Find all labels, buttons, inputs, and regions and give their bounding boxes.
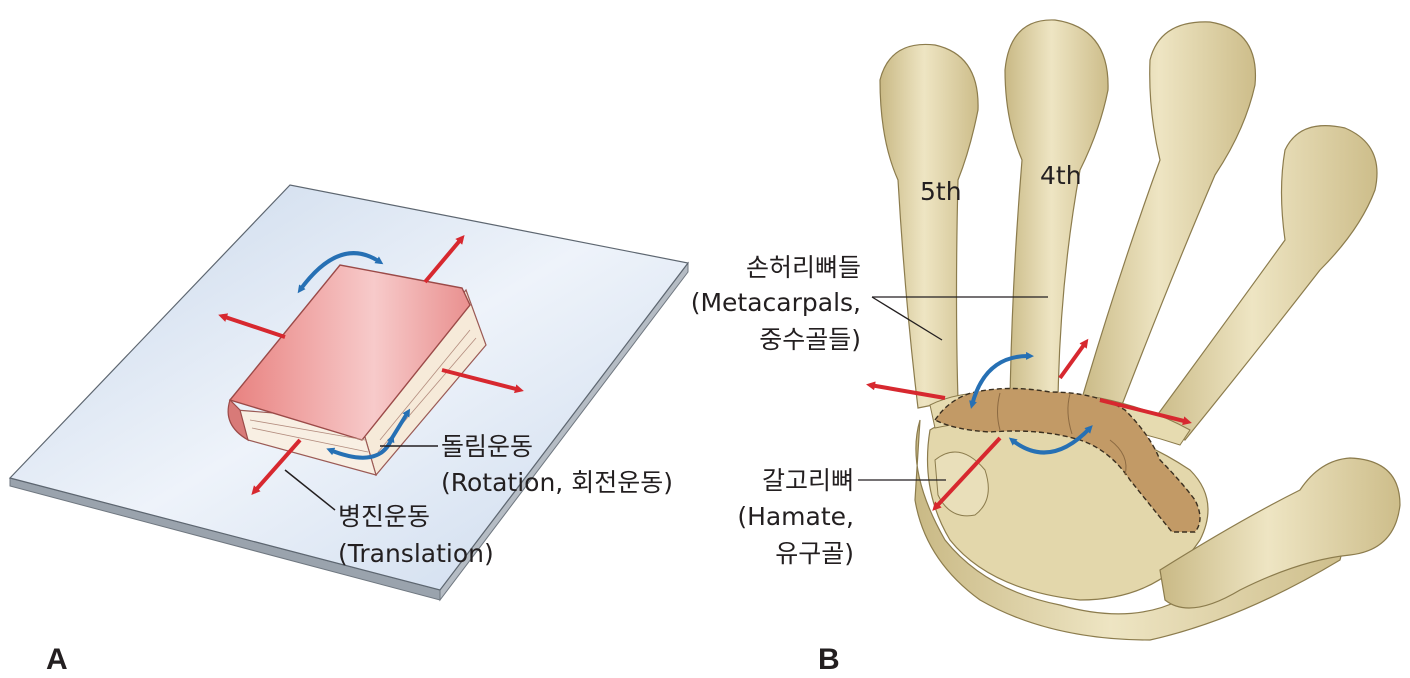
hamate-label-hanja: 유구골) (775, 539, 854, 568)
translation-label-english: (Translation) (338, 539, 494, 568)
hamate-translation-arrow-right (1099, 398, 1192, 426)
translation-arrow-down (251, 438, 302, 495)
finger-label-5th: 5th (920, 177, 962, 206)
book-spine (227, 398, 249, 442)
metacarpal-leader-5th (871, 296, 943, 341)
translation-arrow-up (423, 234, 465, 284)
metacarpal-2nd (1149, 125, 1378, 441)
hamate-translation-arrow-up (1058, 338, 1089, 380)
metacarpals-label-english: (Metacarpals, (691, 288, 861, 317)
translation-label-korean: 병진운동 (338, 502, 430, 531)
hamate-rotation-arrow-bottom (1008, 425, 1093, 455)
translation-arrow-right (441, 368, 524, 394)
thumb-bone (1159, 457, 1401, 609)
hamate-rotation-arrow-top (969, 351, 1034, 409)
hamate-label-korean: 갈고리뼈 (762, 466, 854, 495)
rotation-arrow-top (297, 251, 384, 294)
metacarpals-label-korean: 손허리뼈들 (746, 253, 861, 282)
carpal-bone-pisiform (934, 451, 989, 517)
panel-a-letter: A (46, 643, 68, 676)
finger-label-4th: 4th (1040, 161, 1082, 190)
metacarpal-4th (1004, 19, 1109, 401)
rotation-arrow-front (326, 434, 395, 460)
hamate-translation-arrow-left (866, 381, 946, 400)
rotation-arrow-side (390, 408, 411, 440)
metacarpals-label-hanja: 중수골들) (759, 325, 861, 354)
panel-b-letter: B (818, 643, 840, 676)
metacarpal-5th (879, 43, 979, 409)
hamate-translation-arrow-down (932, 436, 1002, 511)
hamate-label-english: (Hamate, (737, 502, 854, 531)
translation-arrow-left (218, 313, 286, 339)
rotation-label-english: (Rotation, 회전운동) (441, 468, 673, 497)
translation-leader-line (284, 469, 336, 511)
book (227, 264, 487, 477)
panel-b: 5th 4th 손허리뼈들 (Metacarpals, 중수골들) 갈고리뼈 (… (691, 19, 1401, 676)
panel-a: 돌림운동 (Rotation, 회전운동) 병진운동 (Translation)… (8, 184, 690, 676)
metacarpal-3rd (1079, 21, 1257, 411)
rotation-label-korean: 돌림운동 (441, 432, 533, 461)
